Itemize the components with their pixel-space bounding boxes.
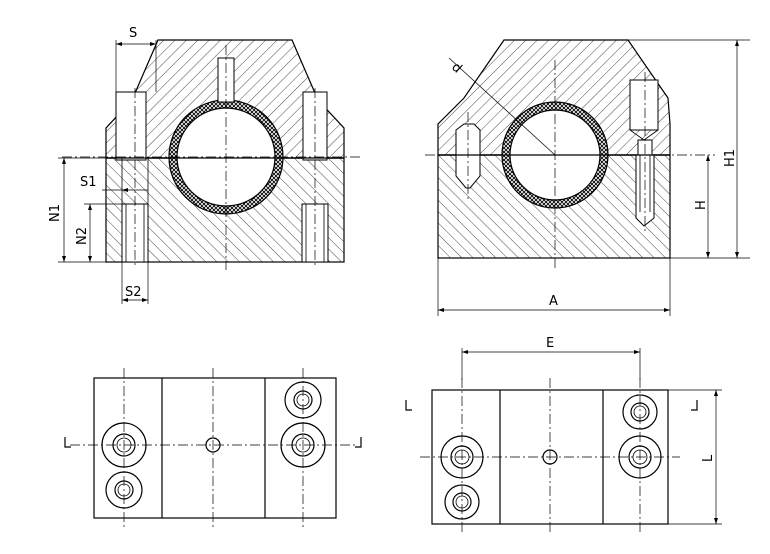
counterbore-hole [618,435,662,479]
counterbore-hole [440,435,484,479]
label-S: S [129,26,137,41]
front-section-view-right: d H H1 A [425,39,750,316]
label-S1: S1 [80,175,97,190]
lube-hole [205,437,221,453]
top-view-right: E L [405,336,722,534]
label-H: H [694,200,709,210]
counterbore-hole [622,394,658,430]
thread-hole [635,155,655,227]
counterbore-hole [101,422,147,468]
front-section-view-left: S S1 S2 N1 N2 [48,26,360,304]
label-E: E [546,336,554,351]
counterbore-hole [105,471,143,509]
label-A: A [549,294,558,309]
lube-hole [542,449,558,465]
counterbore-hole [284,381,322,419]
cap-screw-head [629,79,659,131]
label-S2: S2 [125,285,142,300]
label-d: d [448,60,464,77]
top-view-left [64,368,362,528]
label-N1: N1 [48,204,63,222]
label-H1: H1 [723,149,738,167]
label-N2: N2 [75,227,90,245]
counterbore-hole [280,422,326,468]
counterbore-hole [444,484,480,520]
label-L: L [701,454,716,462]
bolt-hole-left [115,91,147,161]
